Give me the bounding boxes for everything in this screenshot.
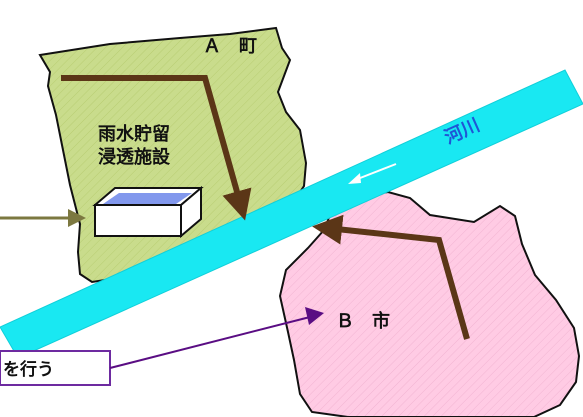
river-flow-arrow	[354, 163, 397, 181]
river	[0, 69, 583, 359]
callout-text: を行う	[3, 359, 54, 380]
town-a-runoff-arrow	[61, 75, 252, 221]
town-a-name: Ａ 町	[203, 36, 257, 57]
river-flow-arrowhead	[348, 173, 361, 184]
callout-pointer-line	[109, 316, 311, 369]
storage-facility-icon	[92, 185, 204, 239]
city-b-name: Ｂ 市	[336, 310, 390, 332]
facility-label-line1: 雨水貯留	[98, 123, 170, 145]
city-b-runoff-arrow	[312, 214, 470, 340]
inflow-arrowhead	[68, 209, 86, 227]
city-b-region	[278, 190, 581, 417]
callout-pointer-arrowhead	[305, 307, 324, 325]
facility-label-line2: 浸透施設	[98, 146, 171, 168]
